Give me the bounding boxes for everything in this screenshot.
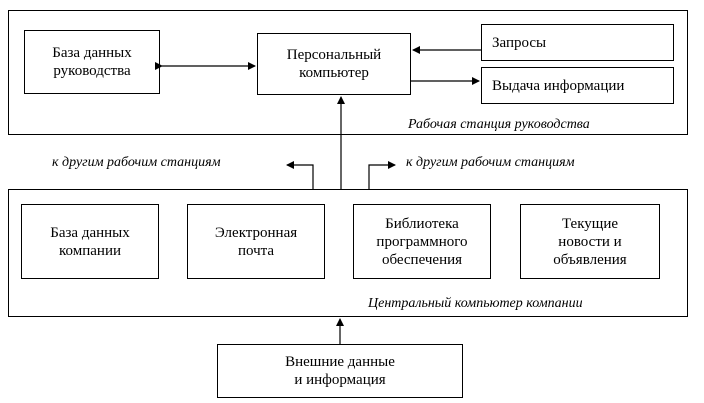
management-database-box: База данных руководства: [24, 30, 160, 94]
company-database-label: База данных компании: [50, 224, 130, 259]
queries-label: Запросы: [492, 34, 547, 51]
to-other-workstations-right: к другим рабочим станциям: [406, 155, 575, 170]
to-other-workstations-left: к другим рабочим станциям: [52, 155, 221, 170]
personal-computer-label: Персональный компьютер: [286, 47, 382, 81]
to-other-right-arrow: [368, 161, 396, 189]
central-computer-caption: Центральный компьютер компании: [368, 296, 583, 311]
workstation-caption: Рабочая станция руководства: [408, 117, 590, 132]
software-library-label: Библиотека программного обеспечения: [376, 215, 468, 268]
output-box: Выдача информации: [481, 67, 674, 104]
management-database-label: База данных руководства: [52, 45, 132, 79]
news-label: Текущие новости и объявления: [553, 215, 627, 268]
central-computer-frame: [8, 189, 688, 317]
output-label: Выдача информации: [492, 77, 625, 94]
external-data-box: Внешние данные и информация: [217, 344, 463, 398]
to-other-left-arrow: [286, 161, 314, 189]
news-box: Текущие новости и объявления: [520, 204, 660, 279]
queries-box: Запросы: [481, 24, 674, 61]
email-label: Электронная почта: [214, 224, 298, 259]
personal-computer-box: Персональный компьютер: [257, 33, 411, 95]
software-library-box: Библиотека программного обеспечения: [353, 204, 491, 279]
external-data-label: Внешние данные и информация: [285, 354, 395, 388]
company-database-box: База данных компании: [21, 204, 159, 279]
email-box: Электронная почта: [187, 204, 325, 279]
workstation-frame: [8, 10, 688, 135]
